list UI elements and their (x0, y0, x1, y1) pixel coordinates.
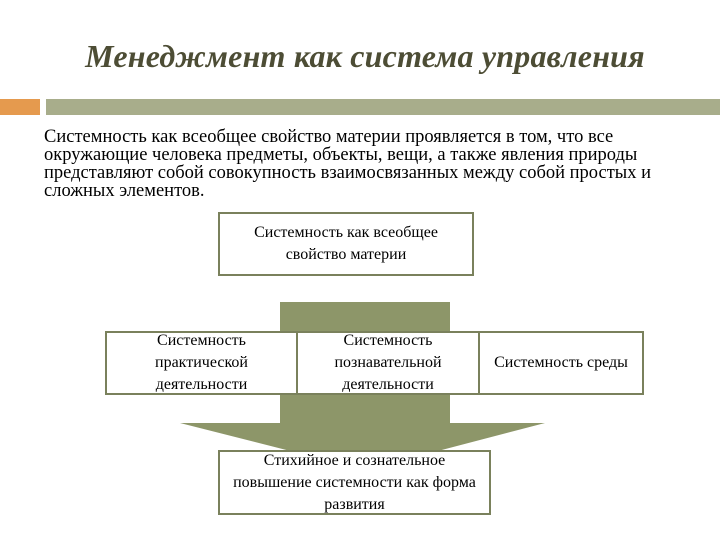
middle-box-label: Системность практической деятельности (155, 332, 248, 393)
page-title: Менеджмент как система управления (85, 38, 645, 74)
down-arrow (180, 385, 545, 470)
top-box-label: Системность как всеобщее свойство матери… (254, 224, 438, 263)
middle-box-cognitive: Системность познавательной деятельности (296, 331, 480, 395)
up-arrow (180, 245, 545, 340)
accent-bar-orange (0, 99, 40, 115)
bottom-box-label: Стихийное и сознательное повышение систе… (233, 451, 476, 513)
middle-box-practical: Системность практической деятельности (105, 331, 298, 395)
middle-box-label: Системность познавательной деятельности (334, 332, 442, 393)
top-box: Системность как всеобщее свойство матери… (218, 212, 474, 276)
accent-bar-olive (46, 99, 720, 115)
middle-box-label: Системность среды (494, 354, 628, 371)
intro-text: Системность как всеобщее свойство матери… (44, 127, 652, 201)
middle-box-environment: Системность среды (478, 331, 644, 395)
bottom-box: Стихийное и сознательное повышение систе… (218, 450, 491, 515)
